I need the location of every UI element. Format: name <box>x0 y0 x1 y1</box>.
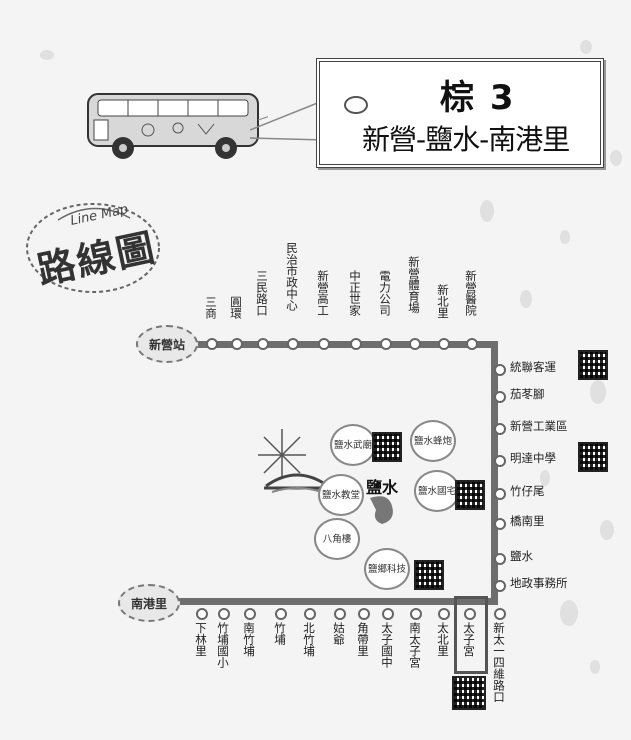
bottom-stop-label: 南太子宮 <box>408 622 422 668</box>
stop-marker <box>334 608 346 620</box>
bottom-stop-label: 下林里 <box>194 622 208 657</box>
right-stop-label: 地政事務所 <box>510 576 568 590</box>
top-stop-label: 新營高工 <box>316 270 330 316</box>
top-stop-label: 三民路口 <box>255 270 269 316</box>
top-stop-label: 新北里 <box>436 284 450 319</box>
right-stop-label: 鹽水 <box>510 549 533 563</box>
stop-marker <box>196 608 208 620</box>
top-stop-label: 新營醫院 <box>464 270 478 316</box>
stop-marker <box>494 580 506 592</box>
bottom-stop-label: 竹埔 <box>273 622 287 645</box>
bottom-stop-label: 姑爺 <box>332 622 346 645</box>
bottom-stop-label: 太子國中 <box>380 622 394 668</box>
bus-illustration <box>87 93 268 159</box>
qr-code-icon <box>452 676 486 710</box>
right-stop-label: 茄苳腳 <box>510 387 545 401</box>
route-track-right <box>491 341 498 605</box>
top-stop-label: 圓環 <box>229 296 243 319</box>
stop-marker <box>287 338 299 350</box>
stop-marker <box>409 338 421 350</box>
highlighted-stop-frame <box>454 596 488 674</box>
stop-marker <box>466 338 478 350</box>
right-stop-label: 新營工業區 <box>510 419 568 433</box>
bottom-stop-label: 太北里 <box>436 622 450 657</box>
qr-code-icon <box>414 560 444 590</box>
stop-marker <box>382 608 394 620</box>
top-stop-label: 電力公司 <box>378 270 392 316</box>
right-stop-label: 橋南里 <box>510 514 545 528</box>
river-shape <box>370 496 393 524</box>
stop-marker <box>410 608 422 620</box>
stop-marker <box>438 338 450 350</box>
attraction-bubble: 鹽水武廟 <box>330 424 376 466</box>
stop-marker <box>494 455 506 467</box>
attraction-bubble: 鹽鄉科技 <box>364 548 410 590</box>
right-stop-label: 統聯客運 <box>510 360 556 374</box>
attraction-bubble: 鹽水蜂炮 <box>410 420 456 462</box>
top-stop-label: 民治市政中心 <box>285 242 299 311</box>
attraction-bubble: 鹽水教堂 <box>318 474 364 516</box>
stop-marker <box>257 338 269 350</box>
top-stop-label: 中正世家 <box>348 270 362 316</box>
qr-code-icon <box>578 350 608 380</box>
stop-marker <box>318 338 330 350</box>
stop-marker <box>218 608 230 620</box>
stop-marker <box>275 608 287 620</box>
stop-marker <box>464 608 476 620</box>
route-track-top <box>190 341 498 348</box>
qr-code-icon <box>578 442 608 472</box>
line-map-stamp: Line Map 路線圖 <box>18 190 168 300</box>
attraction-bubble: 鹽水國宅 <box>414 470 460 512</box>
route-track-bottom <box>170 598 498 605</box>
stop-marker <box>494 553 506 565</box>
terminal-start: 新營站 <box>136 325 198 363</box>
route-name: 新營-鹽水-南港里 <box>362 123 570 156</box>
bottom-stop-label: 角帶里 <box>356 622 370 657</box>
stop-marker <box>206 338 218 350</box>
stop-marker <box>438 608 450 620</box>
stop-marker <box>231 338 243 350</box>
stop-marker <box>494 364 506 376</box>
top-stop-label: 新營體育場 <box>407 256 421 314</box>
bottom-stop-label: 南竹埔 <box>242 622 256 657</box>
stop-marker <box>350 338 362 350</box>
stop-marker <box>380 338 392 350</box>
stop-marker <box>494 518 506 530</box>
fireworks-icon <box>258 429 306 479</box>
terminal-end: 南港里 <box>118 584 180 622</box>
bottom-stop-label: 竹埔國小 <box>216 622 230 668</box>
bottom-stop-label: 北竹埔 <box>302 622 316 657</box>
route-number: 棕 3 <box>440 78 516 118</box>
town-name: 鹽水 <box>366 478 399 497</box>
route-sign: 棕 3 新營-鹽水-南港里 <box>316 58 604 168</box>
top-stop-label: 三商 <box>204 296 218 319</box>
stop-marker <box>494 423 506 435</box>
bus-to-sign-connector <box>250 99 326 141</box>
stop-marker <box>358 608 370 620</box>
stop-marker <box>304 608 316 620</box>
right-stop-label: 明達中學 <box>510 451 556 465</box>
stop-marker <box>494 608 506 620</box>
stop-marker <box>494 488 506 500</box>
right-stop-label: 竹仔尾 <box>510 484 545 498</box>
sign-dot-icon <box>344 96 368 114</box>
bottom-stop-label: 太子宮 <box>462 622 476 657</box>
attraction-bubble: 八角樓 <box>314 518 360 560</box>
stop-marker <box>244 608 256 620</box>
qr-code-icon <box>455 480 485 510</box>
bottom-stop-label: 新太一四維路口 <box>492 622 506 703</box>
stop-marker <box>494 391 506 403</box>
qr-code-icon <box>372 432 402 462</box>
